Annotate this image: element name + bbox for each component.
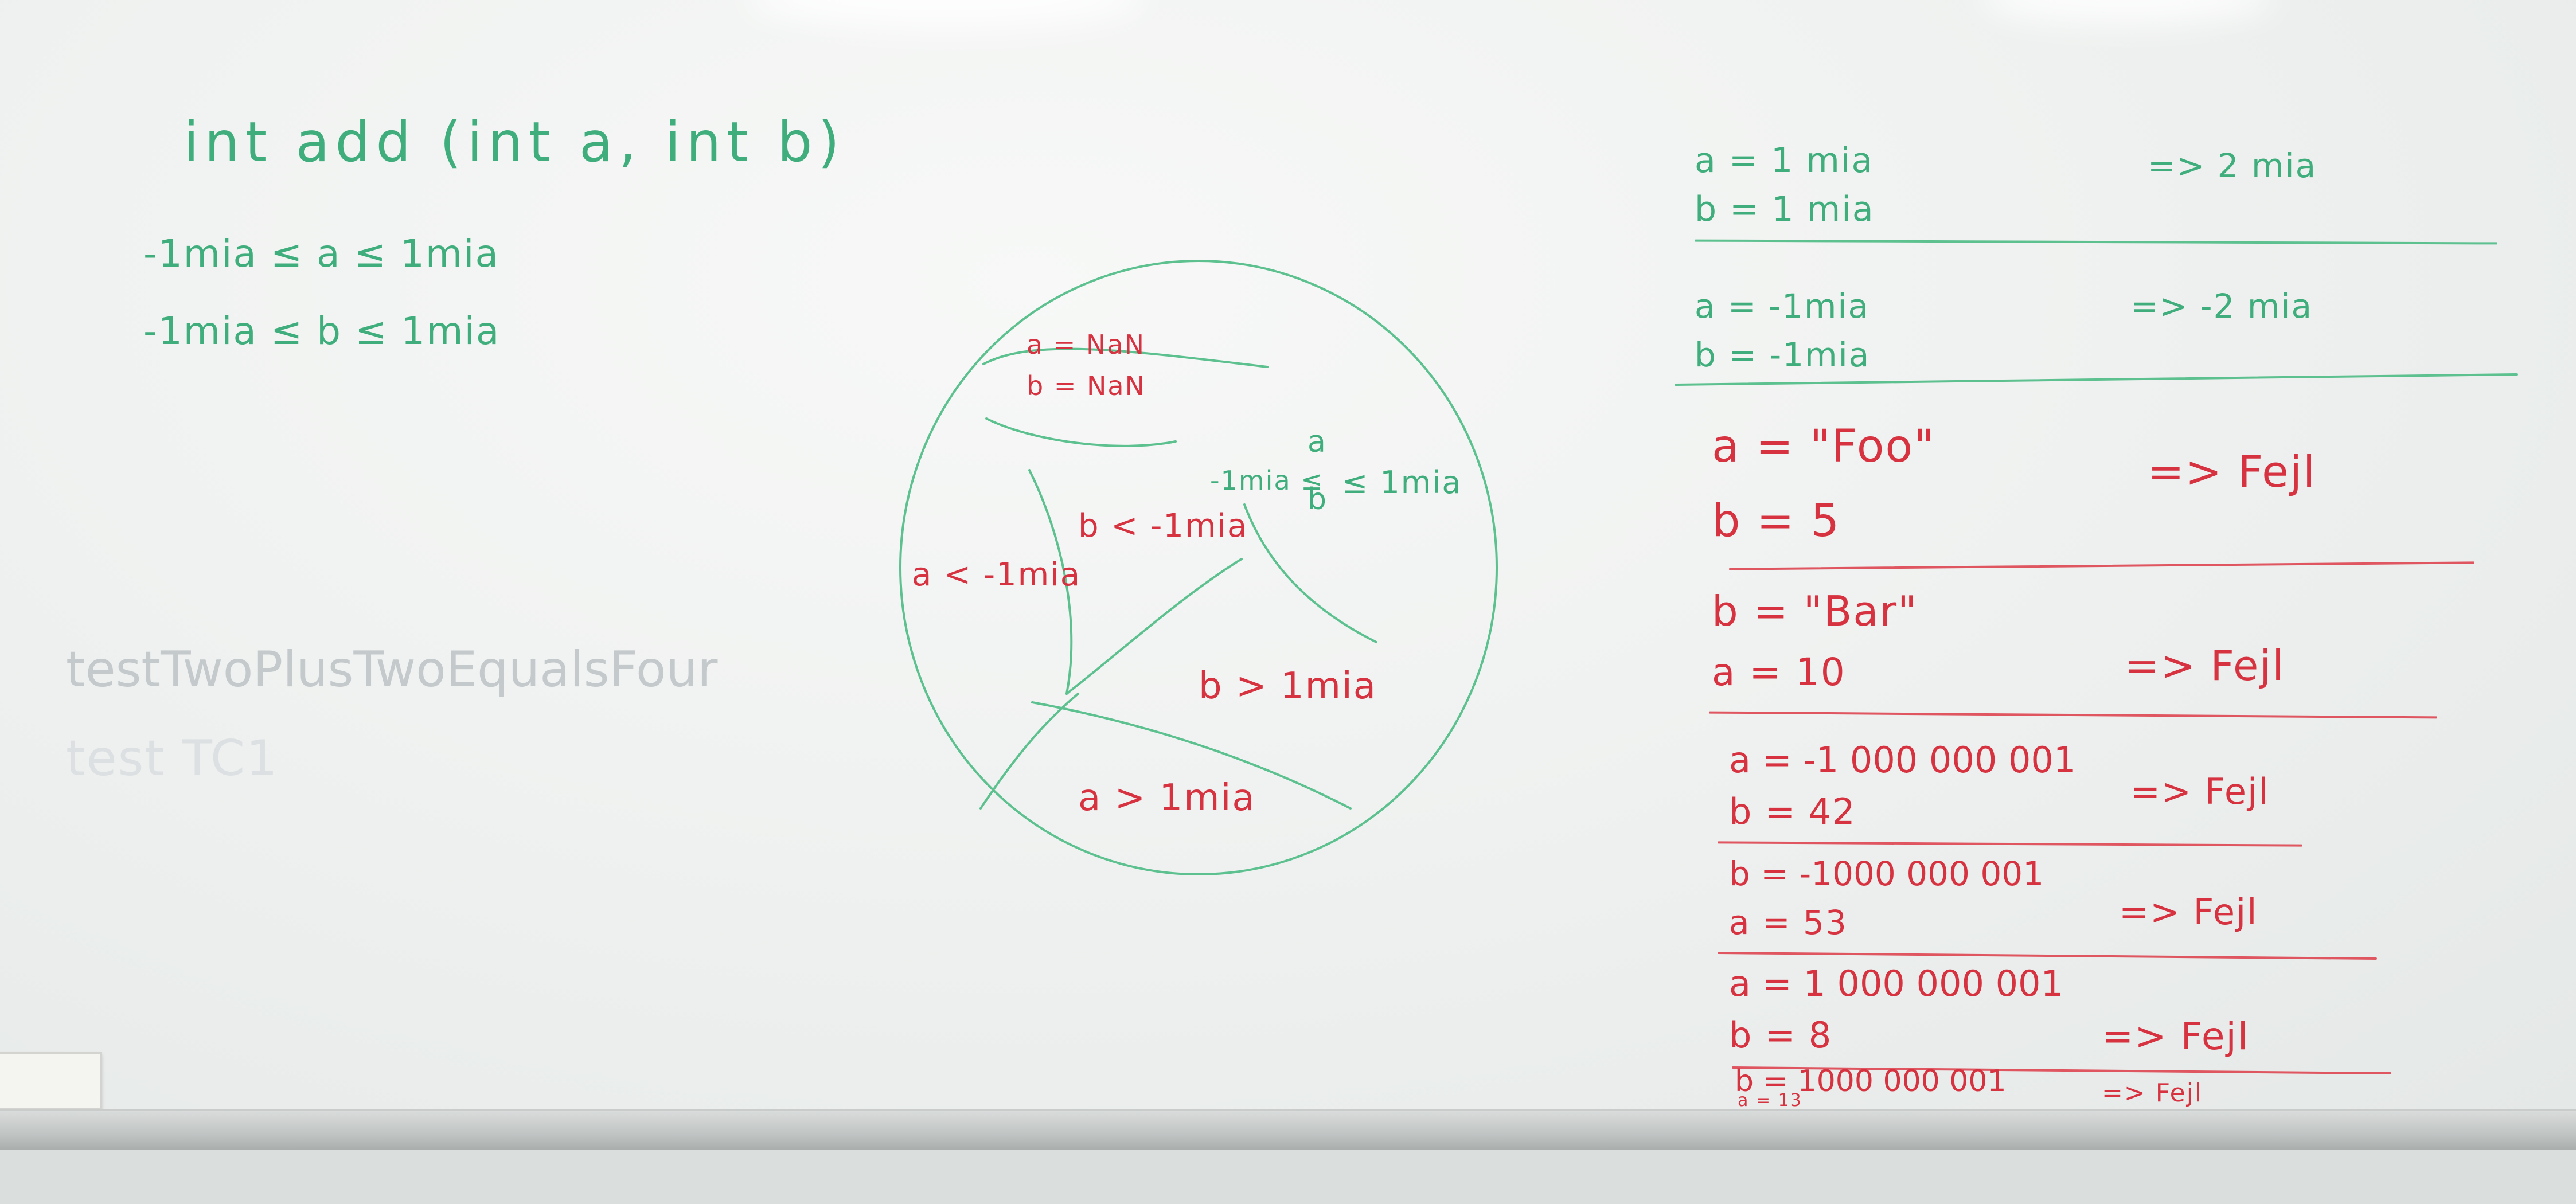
partition-b-nan: b = NaN [1027,370,1146,401]
partition-line-arc [1031,701,1352,810]
erased-test-name-1: testTwoPlusTwoEqualsFour [66,641,718,698]
test-case-6-input-1: b = -1000 000 001 [1729,854,2044,893]
partition-line-left [1028,469,1073,695]
test-case-4-input-1: b = "Bar" [1712,587,1918,635]
partition-a-nan: a = NaN [1027,329,1145,360]
whiteboard-eraser [0,1052,102,1110]
test-case-2-input-1: a = -1mia [1695,287,1869,326]
partition-a-below: a < -1mia [912,556,1082,593]
partition-b-below: b < -1mia [1078,507,1248,545]
wall-below-board [0,1150,2576,1204]
function-signature: int add (int a, int b) [184,110,845,174]
test-case-1-result: => 2 mia [2148,146,2317,185]
partition-line-bottom [979,693,1079,810]
test-case-3-input-2: b = 5 [1712,495,1841,547]
test-case-4-result: => Fejl [2125,642,2285,690]
test-case-7-result: => Fejl [2102,1014,2250,1058]
constraint-b: -1mia ≤ b ≤ 1mia [143,309,501,353]
partition-line-range [1243,503,1377,643]
partition-diagram [899,260,1498,875]
partition-range-a: a [1307,425,1327,459]
test-case-5-input-2: b = 42 [1729,791,1856,832]
test-case-7-input-2: b = 8 [1729,1014,1833,1056]
test-case-8-input-2: a = 13 [1738,1090,1802,1111]
test-case-1-input-2: b = 1 mia [1695,189,1875,229]
test-case-7-input-1: a = 1 000 000 001 [1729,963,2063,1004]
test-case-5-result: => Fejl [2130,771,2270,812]
whiteboard: int add (int a, int b) -1mia ≤ a ≤ 1mia … [0,0,2576,1124]
test-case-6-result: => Fejl [2119,891,2258,933]
test-case-6-input-2: a = 53 [1729,903,1848,942]
marker-tray [0,1109,2576,1151]
test-case-2-result: => -2 mia [2130,287,2313,326]
partition-circle [899,260,1498,875]
erased-test-name-2: test TC1 [66,730,279,787]
partition-line-nan [982,347,1269,368]
test-case-1-input-1: a = 1 mia [1695,140,1874,181]
partition-a-above: a > 1mia [1078,777,1256,819]
partition-range-right: ≤ 1mia [1342,464,1462,501]
partition-b-above: b > 1mia [1199,665,1377,707]
test-case-5-input-1: a = -1 000 000 001 [1729,739,2077,781]
constraint-a: -1mia ≤ a ≤ 1mia [143,232,499,276]
test-case-8-input-1: b = 1000 000 001 [1735,1064,2007,1099]
test-case-4-input-2: a = 10 [1712,650,1846,694]
partition-line-center [1065,558,1243,695]
partition-range-b: b [1307,482,1328,517]
test-case-8-result: => Fejl [2102,1078,2203,1108]
partition-line-nan-lower [985,417,1177,447]
partition-range-left: -1mia ≤ [1210,465,1324,496]
test-case-2-input-2: b = -1mia [1695,335,1871,374]
test-case-3-input-1: a = "Foo" [1712,421,1936,472]
test-case-3-result: => Fejl [2148,446,2317,497]
